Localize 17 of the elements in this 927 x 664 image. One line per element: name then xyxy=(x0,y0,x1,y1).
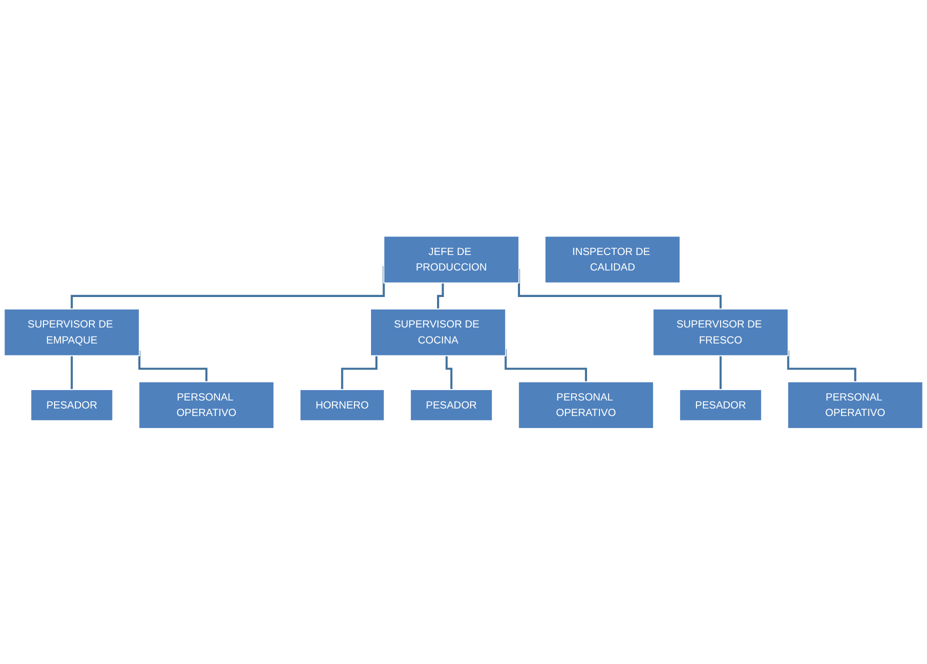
node-box: PERSONAL OPERATIVO xyxy=(518,380,654,429)
node-box: JEFE DE PRODUCCION xyxy=(383,235,520,284)
node-box: PERSONAL OPERATIVO xyxy=(787,380,924,429)
node-box: PESADOR xyxy=(30,388,114,421)
node-box: SUPERVISOR DE EMPAQUE xyxy=(4,308,140,356)
node-box: PESADOR xyxy=(410,388,493,421)
node-box: SUPERVISOR DE FRESCO xyxy=(652,308,789,356)
connector xyxy=(437,282,444,310)
connector xyxy=(720,355,722,390)
connector xyxy=(70,355,73,390)
node-box: PESADOR xyxy=(679,388,762,421)
node-box: PERSONAL OPERATIVO xyxy=(138,380,274,429)
connector xyxy=(341,355,378,390)
connector xyxy=(446,355,452,390)
node-box: INSPECTOR DE CALIDAD xyxy=(544,235,681,284)
node-box: SUPERVISOR DE COCINA xyxy=(370,308,506,356)
node-box: HORNERO xyxy=(299,388,385,421)
